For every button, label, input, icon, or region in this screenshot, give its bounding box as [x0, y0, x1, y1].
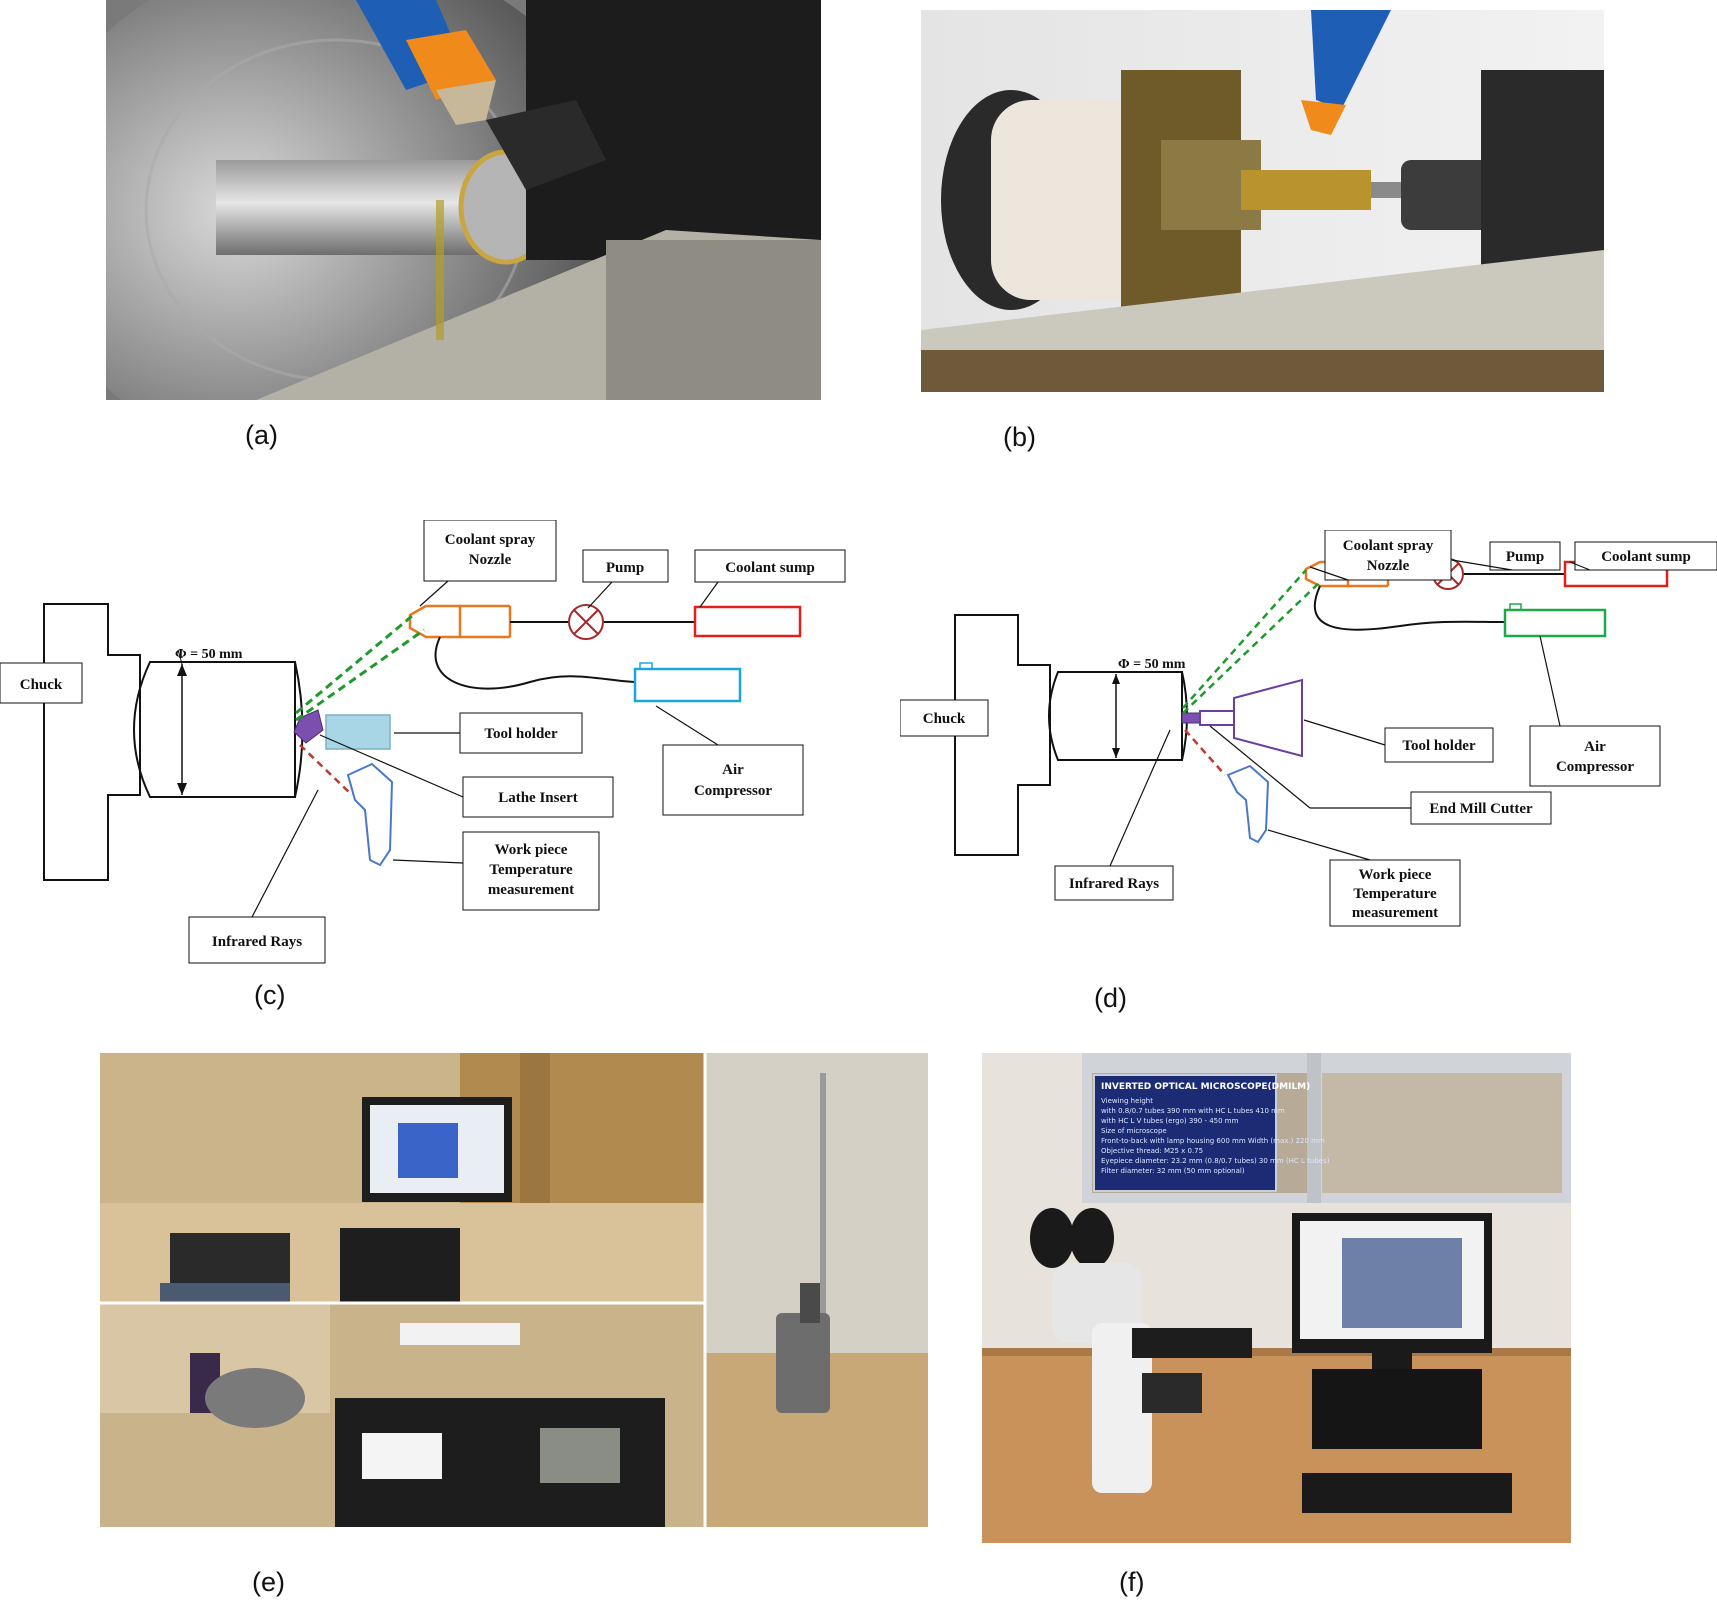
caption-a: (a) — [245, 420, 278, 450]
ir-gun-shape — [1226, 764, 1270, 844]
tool-holder-shape — [1233, 678, 1303, 758]
label-chuck: Chuck — [20, 677, 63, 693]
workpiece-outline — [1048, 671, 1183, 761]
workpiece-outline — [133, 661, 296, 798]
label-infrared: Infrared Rays — [1069, 876, 1159, 892]
photo-b-milling — [921, 10, 1604, 392]
label-air-1: Air — [1584, 739, 1606, 755]
sign-line-3: with HC L V tubes (ergo) 390 - 450 mm — [1101, 1117, 1239, 1125]
label-nozzle-1: Coolant spray — [445, 532, 536, 548]
diagram-d-milling-setup: Chuck Φ = 50 mm Coolant spray Nozzle Pum… — [900, 530, 1717, 930]
sign-line-7: Eyepiece diameter: 23.2 mm (0.8/0.7 tube… — [1101, 1157, 1330, 1165]
caption-f: (f) — [1119, 1567, 1145, 1597]
label-air-2: Compressor — [1556, 759, 1634, 775]
sign-line-5: Front-to-back with lamp housing 600 mm W… — [1101, 1137, 1325, 1145]
label-diameter: Φ = 50 mm — [175, 647, 243, 662]
label-end-mill-cutter: End Mill Cutter — [1429, 801, 1533, 817]
caption-d: (d) — [1094, 983, 1127, 1013]
label-coolant-sump: Coolant sump — [1601, 549, 1691, 565]
caption-e: (e) — [252, 1567, 285, 1597]
sign-line-1: Viewing height — [1101, 1097, 1153, 1105]
ir-gun-shape — [346, 762, 394, 867]
label-tool-holder: Tool holder — [1402, 738, 1476, 754]
end-mill-cutter-shape — [1181, 712, 1201, 724]
chuck-outline — [43, 603, 141, 881]
label-temp-3: measurement — [488, 882, 574, 898]
caption-b: (b) — [1003, 422, 1036, 452]
air-compressor-shape — [1503, 608, 1607, 638]
label-infrared: Infrared Rays — [212, 934, 302, 950]
pump-symbol — [568, 604, 604, 640]
label-coolant-sump: Coolant sump — [725, 560, 815, 576]
label-pump: Pump — [606, 560, 644, 576]
coolant-sump-shape — [693, 605, 802, 638]
diagram-c-turning-setup: Chuck Φ = 50 mm Coolant spray Nozzle Pum… — [0, 520, 860, 970]
sign-line-8: Filter diameter: 32 mm (50 mm optional) — [1101, 1167, 1245, 1175]
sign-line-2: with 0.8/0.7 tubes 390 mm with HC L tube… — [1101, 1107, 1285, 1115]
label-diameter: Φ = 50 mm — [1118, 657, 1186, 672]
label-pump: Pump — [1506, 549, 1544, 565]
photo-a-turning — [106, 0, 821, 400]
label-tool-holder: Tool holder — [484, 726, 558, 742]
label-nozzle-1: Coolant spray — [1343, 538, 1434, 554]
photo-e-measurement-lab — [100, 1053, 928, 1527]
caption-c: (c) — [254, 980, 286, 1010]
label-temp-2: Temperature — [1353, 886, 1437, 902]
photo-f-microscope: INVERTED OPTICAL MICROSCOPE(DMILM) Viewi… — [982, 1053, 1571, 1543]
label-nozzle-2: Nozzle — [1367, 558, 1410, 574]
lathe-insert-shape — [293, 709, 324, 744]
chuck-outline — [954, 614, 1051, 856]
label-air-2: Compressor — [694, 783, 772, 799]
label-temp-3: measurement — [1352, 905, 1438, 921]
sign-title: INVERTED OPTICAL MICROSCOPE(DMILM) — [1101, 1082, 1310, 1092]
sign-line-6: Objective thread: M25 x 0.75 — [1101, 1147, 1203, 1155]
label-chuck: Chuck — [923, 711, 966, 727]
tool-holder-shape — [325, 714, 391, 750]
microscope-spec-sign — [1093, 1074, 1277, 1192]
air-compressor-shape — [633, 667, 742, 703]
label-lathe-insert: Lathe Insert — [498, 790, 578, 806]
sign-line-4: Size of microscope — [1101, 1127, 1167, 1135]
label-temp-1: Work piece — [495, 842, 568, 858]
label-air-1: Air — [722, 762, 744, 778]
nozzle-shape — [408, 604, 462, 639]
label-temp-1: Work piece — [1359, 867, 1432, 883]
label-temp-2: Temperature — [489, 862, 573, 878]
label-nozzle-2: Nozzle — [469, 552, 512, 568]
